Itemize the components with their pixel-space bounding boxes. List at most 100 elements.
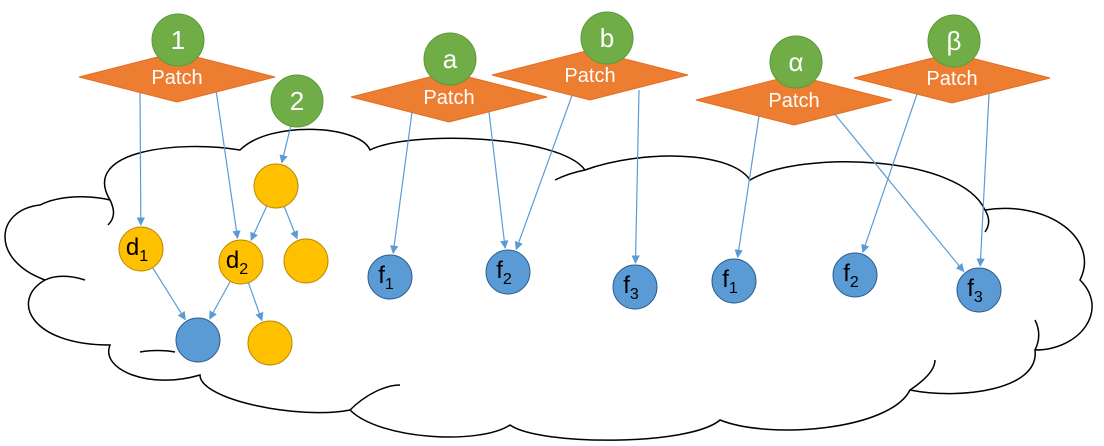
- edge-patch-1-to-d2: [215, 89, 241, 240]
- data-node-circle: [247, 320, 293, 366]
- patch-beta: Patch β: [853, 14, 1051, 104]
- patch-label-circle: [151, 13, 205, 67]
- node-label-base: d: [126, 234, 139, 261]
- node-label-base: f: [496, 257, 503, 284]
- patch-label-text: 1: [171, 25, 185, 55]
- patch-diamond: [853, 52, 1051, 104]
- node-label-sub: 1: [385, 276, 394, 293]
- node-label: f2: [843, 260, 859, 291]
- cloud-fold-8: [554, 169, 586, 181]
- label-circle: [270, 74, 324, 128]
- edge-patch-b-to-f2-a: [514, 89, 575, 251]
- file-node-circle: [485, 249, 531, 295]
- node-label: f3: [967, 275, 983, 306]
- label-text: 2: [290, 86, 304, 116]
- node-label: f1: [378, 262, 394, 293]
- node-y-top: [253, 163, 299, 209]
- node-label-sub: 2: [503, 271, 512, 288]
- edge-patch-alpha-to-f3-b: [832, 111, 965, 273]
- data-node-circle: [118, 226, 164, 272]
- edge-patch-alpha-to-f1-b: [734, 115, 760, 259]
- edge-y-top-to-d2: [250, 205, 268, 241]
- node-f3-a: f3: [612, 264, 658, 310]
- node-d1: d1: [118, 226, 164, 272]
- patch-alpha: Patch α: [695, 35, 893, 126]
- cloud: [4, 128, 1093, 441]
- node-f2-b: f2: [832, 252, 878, 298]
- node-y-bottom: [247, 320, 293, 366]
- edge-patch-a-to-f2-a: [488, 111, 509, 250]
- edge-patch-b-to-f3-a: [631, 89, 640, 264]
- edge-patch-beta-to-f2-b: [861, 93, 918, 254]
- node-y-right: [283, 238, 329, 284]
- edge-y-top-to-y-right: [283, 206, 299, 240]
- node-label-sub: 1: [729, 280, 738, 297]
- patch-diamond: [491, 49, 689, 101]
- node-f2-a: f2: [485, 249, 531, 295]
- node-label-sub: 1: [139, 248, 148, 265]
- node-label-base: f: [623, 272, 630, 299]
- patch-diamond: [78, 51, 276, 103]
- node-label: f2: [496, 257, 512, 288]
- file-node-circle: [612, 264, 658, 310]
- patch-label-text: a: [443, 44, 458, 74]
- node-label: d2: [226, 247, 248, 278]
- edge-d1-to-blue-plain: [152, 267, 186, 321]
- patch-text: Patch: [768, 90, 819, 112]
- node-f3-b: f3: [956, 267, 1002, 313]
- file-node-circle: [832, 252, 878, 298]
- node-f1-b: f1: [711, 258, 757, 304]
- node-label: f1: [722, 266, 738, 297]
- node-label-sub: 3: [974, 289, 983, 306]
- patch-diamond: [350, 71, 548, 123]
- node-d2: d2: [218, 239, 264, 285]
- patch-label-circle: [769, 35, 823, 89]
- data-node-circle: [253, 163, 299, 209]
- node-label-sub: 2: [850, 274, 859, 291]
- cloud-fold-5: [909, 359, 936, 391]
- node-label-base: d: [226, 247, 239, 274]
- patch-text: Patch: [926, 68, 977, 90]
- patch-label-circle: [927, 14, 981, 68]
- file-node-circle: [711, 258, 757, 304]
- edge-patch-1-to-d1: [136, 89, 146, 226]
- patch-text: Patch: [564, 65, 615, 87]
- patch-b: Patch b: [491, 11, 689, 101]
- patch-label-circle: [580, 11, 634, 65]
- patch-a: Patch a: [350, 32, 548, 123]
- patch-text: Patch: [423, 87, 474, 109]
- edge-label-2-to-y-top: [279, 126, 292, 164]
- node-label: f3: [623, 272, 639, 303]
- node-blue-plain: [175, 317, 221, 363]
- file-node-circle: [367, 254, 413, 300]
- edge-patch-beta-to-f3-b: [976, 93, 990, 267]
- data-node-circle: [218, 239, 264, 285]
- patch-label-text: α: [788, 47, 803, 77]
- node-label-base: f: [378, 262, 385, 289]
- node-f1-a: f1: [367, 254, 413, 300]
- edge-patch-a-to-f1-a: [390, 111, 413, 255]
- node-label-sub: 2: [239, 261, 248, 278]
- edge-d2-to-blue-plain: [209, 280, 231, 320]
- cloud-fold-6: [1034, 319, 1040, 351]
- edges: [136, 89, 990, 322]
- data-node-circle: [283, 238, 329, 284]
- cloud-outline: [4, 128, 1093, 441]
- node-label: d1: [126, 234, 148, 265]
- file-node-circle: [956, 267, 1002, 313]
- cloud-fold-2: [44, 275, 86, 281]
- patch-label-circle: [423, 32, 477, 86]
- patch-text: Patch: [151, 67, 202, 89]
- patch-label-text: b: [600, 23, 614, 53]
- node-label-sub: 3: [630, 286, 639, 303]
- patch-1: Patch 1: [78, 13, 276, 103]
- file-node-circle: [175, 317, 221, 363]
- cloud-fold-1: [107, 199, 115, 226]
- label-2: 2: [270, 74, 324, 128]
- patch-label-text: β: [947, 26, 962, 56]
- cloud-fold-3: [139, 349, 176, 353]
- edge-d2-to-y-bottom: [247, 282, 264, 322]
